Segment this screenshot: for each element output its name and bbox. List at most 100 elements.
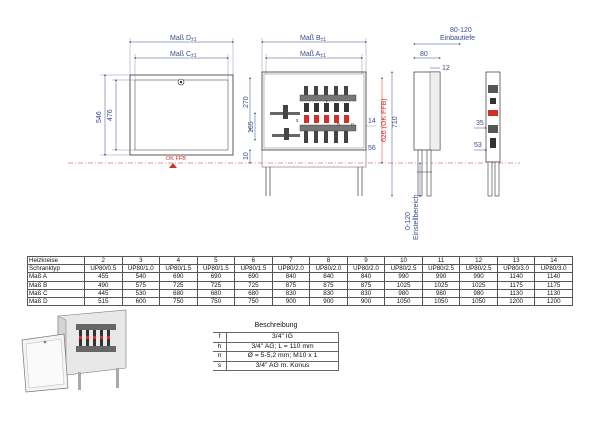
dim-10: 10 xyxy=(243,152,250,160)
table-cell: 690 xyxy=(196,272,236,282)
legend-text: Ø = 5-5,2 mm; M10 x 1 xyxy=(226,351,339,362)
table-cell: UP80/2.0 xyxy=(346,264,386,274)
dim-mass-c: Maß C±1 xyxy=(170,51,197,59)
legend-title: Beschreibung xyxy=(254,322,298,329)
table-cell: 1175 xyxy=(496,280,536,290)
table-cell: 1050 xyxy=(384,297,423,307)
table-cell: 830 xyxy=(309,288,348,299)
table-cell: 840 xyxy=(346,272,386,282)
table-cell: 1140 xyxy=(534,272,573,282)
row-label-cell: Maß B xyxy=(27,280,85,290)
table-cell: 900 xyxy=(346,297,386,307)
dim-einstell-range: 0-120 xyxy=(405,212,412,230)
table-cell: 600 xyxy=(121,297,161,307)
table-cell: 990 xyxy=(459,272,498,282)
dim-12: 12 xyxy=(442,65,450,72)
dim-476: 476 xyxy=(107,109,114,121)
table-cell: UP80/1.5 xyxy=(159,264,198,274)
table-cell: 1025 xyxy=(384,280,423,290)
table-cell: 1025 xyxy=(459,280,498,290)
table-cell: 14 xyxy=(534,255,573,266)
table-cell: UP80/2.5 xyxy=(459,264,498,274)
table-cell: 13 xyxy=(496,255,536,266)
dim-546: 546 xyxy=(96,111,103,123)
table-cell: 1200 xyxy=(496,297,536,307)
table-cell: 4 xyxy=(159,255,198,266)
table-cell: 980 xyxy=(459,288,498,299)
side-view-box: 80 80-120 Einbautiefe 12 0-120 Einstellb… xyxy=(405,27,475,240)
table-cell: UP80/2.5 xyxy=(384,264,423,274)
front-view: Maß D±1 Maß C±1 546 476 OK FFB xyxy=(96,35,234,168)
table-cell: 990 xyxy=(384,272,423,282)
table-cell: 530 xyxy=(121,288,161,299)
table-cell: 540 xyxy=(121,272,161,282)
table-cell: 1050 xyxy=(421,297,461,307)
legend-text: 3/4" AG m. Konus xyxy=(226,360,339,372)
table-cell: 690 xyxy=(159,272,198,282)
table-cell: UP80/1.0 xyxy=(121,264,161,274)
table-cell: 1175 xyxy=(534,280,573,290)
table-cell: 690 xyxy=(234,272,273,282)
dim-14: 14 xyxy=(368,118,376,125)
dim-56: 56 xyxy=(368,145,376,152)
table-cell: 7 xyxy=(271,255,311,266)
manifold-view: s f h n Maß B±1 Maß A±1 270 165 10 14 56… xyxy=(243,35,399,197)
legend-text: 3/4" AG; L = 110 mm xyxy=(226,341,339,353)
table-cell: UP80/3.0 xyxy=(534,264,573,274)
table-cell: 980 xyxy=(384,288,423,299)
table-cell: 1025 xyxy=(421,280,461,290)
table-cell: 1050 xyxy=(459,297,498,307)
table-cell: 1200 xyxy=(534,297,573,307)
table-cell: 725 xyxy=(234,280,273,290)
table-cell: 1130 xyxy=(534,288,573,299)
label-f: f xyxy=(326,100,328,106)
table-cell: 5 xyxy=(196,255,236,266)
table-cell: 11 xyxy=(421,255,461,266)
table-cell: 875 xyxy=(271,280,311,290)
dim-einbautiefe: Einbautiefe xyxy=(440,35,475,42)
legend-key: n xyxy=(213,351,227,362)
table-cell: UP80/3.0 xyxy=(496,264,536,274)
table-cell: 455 xyxy=(84,272,123,282)
table-cell: 8 xyxy=(309,255,348,266)
table-cell: 680 xyxy=(159,288,198,299)
table-cell: 725 xyxy=(196,280,236,290)
table-cell: UP80/0.5 xyxy=(84,264,123,274)
table-cell: UP80/2.5 xyxy=(421,264,461,274)
side-view-manifold: 35 53 xyxy=(474,71,501,197)
row-label-cell: Maß C xyxy=(27,288,85,299)
table-cell: 1130 xyxy=(496,288,536,299)
dim-270: 270 xyxy=(243,96,250,108)
table-cell: UP80/1.5 xyxy=(234,264,273,274)
ok-ffb-label: OK FFB xyxy=(166,156,186,162)
dim-mass-a: Maß A±1 xyxy=(300,51,326,59)
row-label-cell: Maß D xyxy=(27,297,85,307)
table-cell: 680 xyxy=(234,288,273,299)
row-label-cell: Heizkreise xyxy=(27,255,85,266)
table-cell: 750 xyxy=(159,297,198,307)
table-cell: UP80/1.5 xyxy=(196,264,236,274)
product-illustration xyxy=(21,309,127,393)
table-cell: 900 xyxy=(271,297,311,307)
legend-key: f xyxy=(213,332,227,343)
table-cell: 830 xyxy=(271,288,311,299)
table-cell: 3 xyxy=(121,255,161,266)
table-cell: 1140 xyxy=(496,272,536,282)
row-label-cell: Maß A xyxy=(27,272,85,282)
table-cell: 575 xyxy=(121,280,161,290)
label-s: s xyxy=(296,118,299,124)
label-h: h xyxy=(337,122,340,128)
table-cell: 490 xyxy=(84,280,123,290)
technical-drawing: Maß D±1 Maß C±1 546 476 OK FFB xyxy=(68,27,520,240)
table-cell: 840 xyxy=(271,272,311,282)
dim-53: 53 xyxy=(474,142,482,149)
legend-key: h xyxy=(213,341,227,353)
table-cell: 515 xyxy=(84,297,123,307)
